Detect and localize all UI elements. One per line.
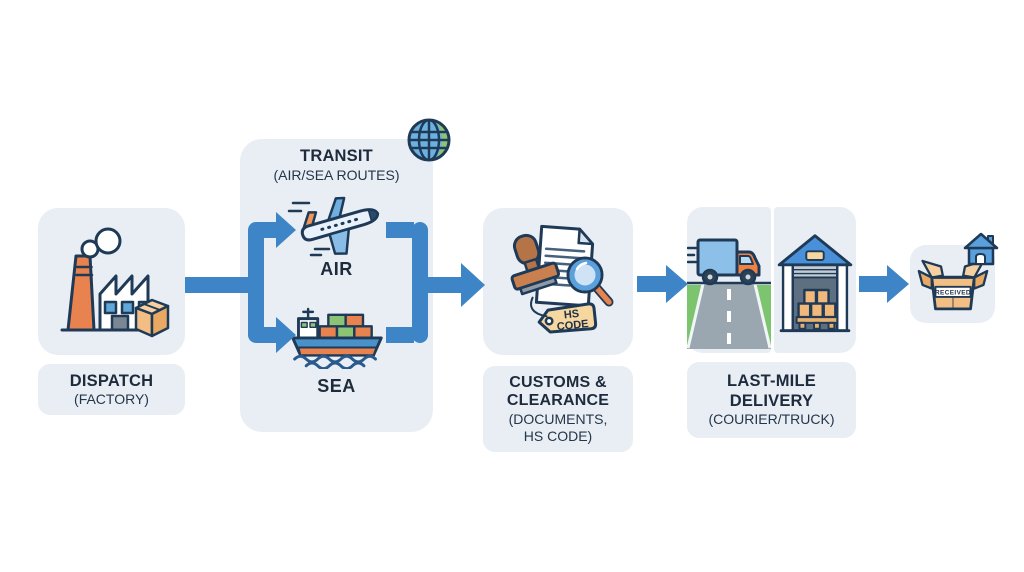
arrowhead-to-received	[887, 265, 909, 303]
air-route-label: AIR	[320, 259, 353, 279]
lastmile-warehouse-card	[774, 207, 856, 353]
customs-title-line1: CUSTOMS &	[509, 373, 607, 391]
house-icon	[963, 232, 999, 266]
dispatch-title: DISPATCH	[69, 371, 154, 390]
lastmile-title-line1: LAST-MILE	[727, 372, 816, 391]
airplane-icon	[287, 196, 379, 257]
arrowhead-to-customs	[461, 263, 485, 307]
received-stage-card: RECEIVED	[910, 245, 995, 323]
sea-route-label: SEA	[317, 376, 356, 396]
customs-subtitle-line2: HS CODE)	[523, 427, 593, 444]
customs-subtitle-line1: (DOCUMENTS,	[508, 411, 608, 428]
lastmile-stage-label: LAST-MILE DELIVERY (COURIER/TRUCK)	[687, 362, 856, 438]
svg-text:CODE: CODE	[556, 318, 589, 333]
lastmile-subtitle: (COURIER/TRUCK)	[708, 411, 835, 428]
parcel-box-icon	[134, 298, 169, 337]
svg-text:HS: HS	[563, 307, 579, 321]
customs-inspection-icon: HS CODE	[510, 224, 614, 334]
transit-subtitle: (AIR/SEA ROUTES)	[273, 166, 400, 183]
arrowhead-to-lastmile	[666, 265, 688, 303]
svg-text:RECEIVED: RECEIVED	[935, 290, 971, 297]
stamp-icon	[510, 233, 561, 295]
customs-title-line2: CLEARANCE	[506, 392, 610, 410]
factory-icon	[60, 227, 169, 337]
dispatch-stage-label: DISPATCH (FACTORY)	[38, 364, 185, 415]
warehouse-icon	[777, 234, 853, 333]
lastmile-truck-card	[687, 207, 771, 353]
delivery-truck-icon	[687, 238, 771, 349]
transit-title: TRANSIT	[300, 147, 373, 165]
magnifier-icon	[566, 256, 614, 306]
customs-stage-label: CUSTOMS & CLEARANCE (DOCUMENTS, HS CODE)	[483, 366, 633, 452]
customs-stage-card: HS CODE	[483, 208, 633, 355]
lastmile-title-line2: DELIVERY	[729, 391, 814, 410]
hs-code-tag: HS CODE	[530, 296, 598, 334]
transit-header: TRANSIT (AIR/SEA ROUTES)	[240, 147, 433, 184]
dispatch-subtitle: (FACTORY)	[74, 390, 149, 407]
cargo-ship-icon	[290, 307, 383, 369]
dispatch-stage-card	[38, 208, 185, 355]
open-box-received-icon: RECEIVED	[917, 259, 988, 311]
transit-stage-card: TRANSIT (AIR/SEA ROUTES) AIR	[240, 139, 433, 432]
globe-icon	[407, 118, 451, 162]
